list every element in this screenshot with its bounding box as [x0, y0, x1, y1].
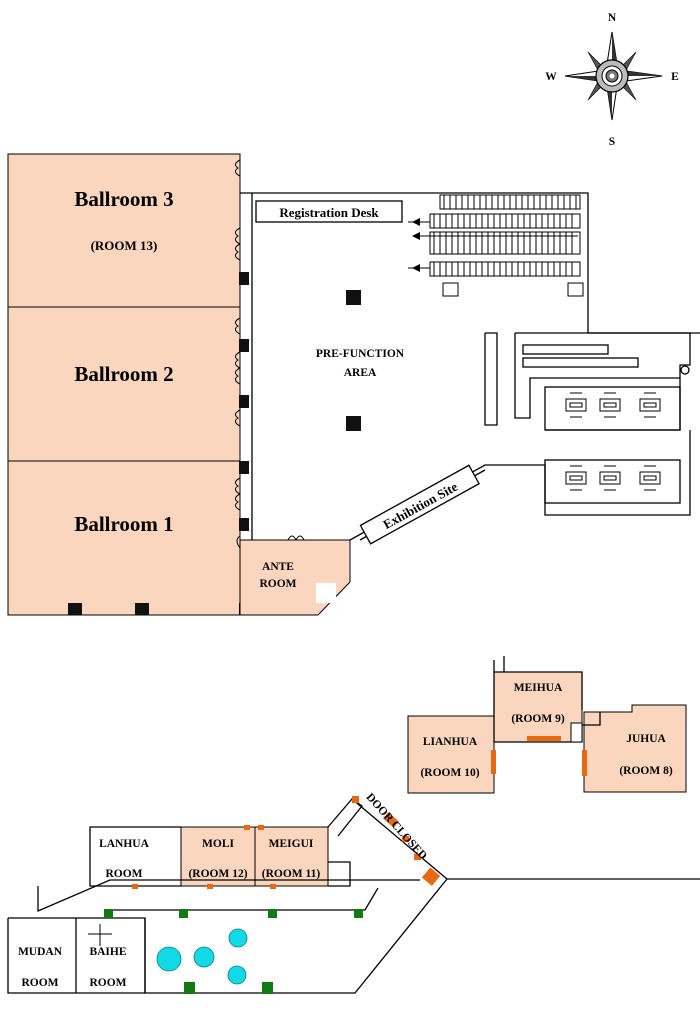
- meihua-room-label: (ROOM 9): [511, 713, 565, 725]
- lanhua-room-label: ROOM: [105, 868, 142, 880]
- ballroom-1[interactable]: [7, 460, 241, 616]
- compass-east: E: [671, 71, 679, 83]
- escalators: [408, 194, 584, 297]
- moli-room-label: (ROOM 12): [188, 868, 247, 880]
- compass-south: S: [609, 136, 615, 148]
- juhua-room-label: (ROOM 8): [619, 765, 673, 777]
- exhibition-site[interactable]: Exhibition Site: [359, 464, 480, 545]
- lower-room-doors: [132, 825, 276, 889]
- juhua-door[interactable]: [582, 750, 587, 776]
- mudan-room-label: ROOM: [21, 977, 58, 989]
- ballroom-3-room-label: (ROOM 13): [91, 238, 158, 253]
- mudan-label: MUDAN: [18, 946, 63, 958]
- dining-tables: [565, 392, 661, 491]
- ballroom-3-label: Ballroom 3: [74, 187, 173, 211]
- ante-room-notch: [316, 583, 336, 603]
- ballroom-1-label: Ballroom 1: [74, 512, 173, 536]
- east-dining-area: [484, 332, 691, 504]
- compass-rose: N S W E: [545, 12, 679, 148]
- juhua-room[interactable]: [583, 704, 687, 793]
- door-closed-doors[interactable]: [352, 796, 441, 886]
- meihua-door[interactable]: [527, 736, 561, 741]
- registration-desk[interactable]: [255, 200, 403, 223]
- green-posts: [104, 909, 363, 994]
- lanhua-label: LANHUA: [99, 838, 150, 850]
- compass-north: N: [608, 12, 617, 24]
- lower-walls: [7, 798, 700, 994]
- meihua-stair: [570, 722, 583, 743]
- meihua-label: MEIHUA: [514, 682, 563, 694]
- moli-label: MOLI: [202, 838, 234, 850]
- lianhua-room[interactable]: [407, 715, 495, 794]
- lianhua-room-label: (ROOM 10): [420, 767, 479, 779]
- exhibition-site-label: Exhibition Site: [380, 479, 460, 532]
- ballroom-3[interactable]: [7, 153, 241, 308]
- meihua-room[interactable]: [493, 671, 583, 743]
- baihe-room-label: ROOM: [89, 977, 126, 989]
- ballroom-2[interactable]: [7, 306, 241, 462]
- ante-room-label-1: ANTE: [262, 561, 294, 573]
- door-closed-sign: DOOR CLOSED: [363, 791, 429, 862]
- prefunction-label-1: PRE-FUNCTION: [316, 348, 405, 360]
- juhua-label: JUHUA: [626, 733, 666, 745]
- compass-west: W: [545, 71, 557, 83]
- lianhua-label: LIANHUA: [423, 736, 478, 748]
- prefunction-label-2: AREA: [344, 367, 377, 379]
- compass-cross-marker: [88, 924, 112, 946]
- meigui-label: MEIGUI: [269, 838, 314, 850]
- fountains: [156, 928, 248, 985]
- lianhua-door[interactable]: [491, 750, 496, 774]
- door-closed-label: DOOR CLOSED: [363, 791, 429, 862]
- ante-room-label-2: ROOM: [259, 578, 296, 590]
- meigui-room-label: (ROOM 11): [262, 868, 321, 880]
- meigui-room[interactable]: [254, 826, 329, 887]
- pillars: [68, 272, 361, 615]
- ballroom-2-label: Ballroom 2: [74, 362, 173, 386]
- baihe-label: BAIHE: [89, 946, 126, 958]
- registration-desk-label: Registration Desk: [279, 205, 379, 220]
- moli-room[interactable]: [180, 826, 256, 887]
